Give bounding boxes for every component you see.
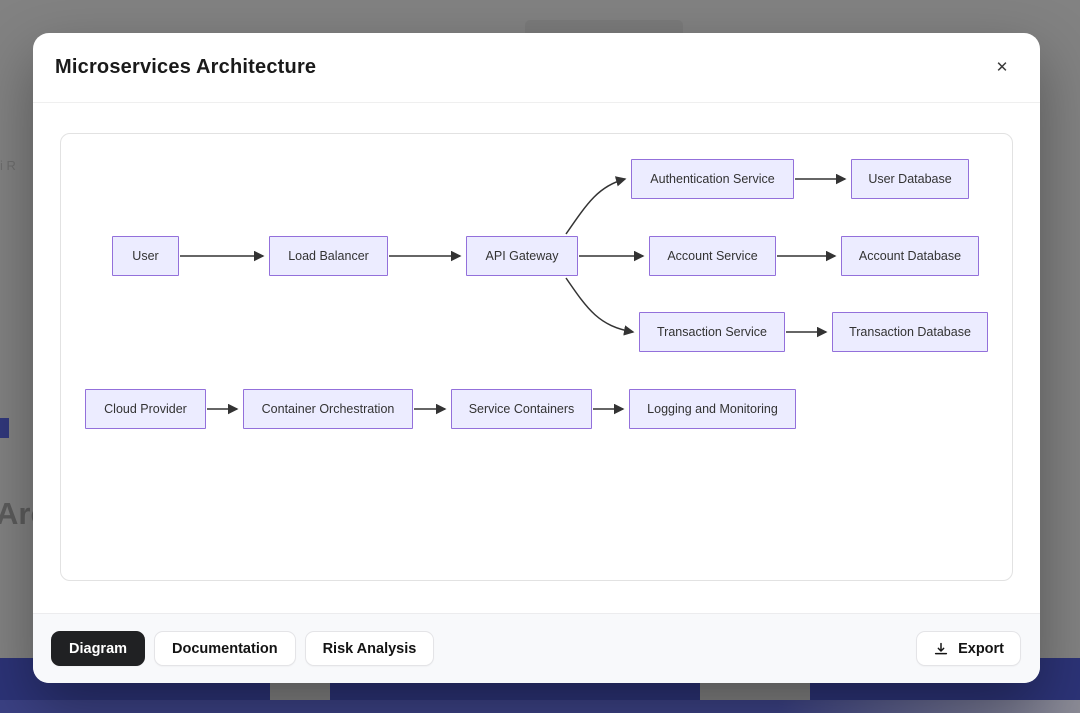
backdrop-bottom-strip — [0, 700, 1080, 713]
tab-diagram[interactable]: Diagram — [51, 631, 146, 666]
backdrop-blue-sliver — [0, 418, 9, 438]
diagram-edges — [180, 173, 847, 415]
close-icon[interactable]: ✕ — [988, 54, 1016, 82]
diagram-node-container-orch: Container Orchestration — [243, 389, 413, 429]
diagram-panel: User Load Balancer API Gateway Authenticati… — [60, 133, 1013, 581]
backdrop-text-fragment: i R — [0, 158, 16, 173]
diagram-node-tx-db: Transaction Database — [832, 312, 988, 352]
diagram-node-service-containers: Service Containers — [451, 389, 592, 429]
diagram-node-user: User — [112, 236, 179, 276]
diagram-node-logging: Logging and Monitoring — [629, 389, 796, 429]
export-button[interactable]: Export — [916, 631, 1021, 666]
diagram-node-tx-service: Transaction Service — [639, 312, 785, 352]
diagram-node-user-db: User Database — [851, 159, 969, 199]
modal-title: Microservices Architecture — [55, 56, 317, 78]
diagram-node-auth-service: Authentication Service — [631, 159, 794, 199]
diagram-node-cloud-provider: Cloud Provider — [85, 389, 206, 429]
modal-footer: Diagram Documentation Risk Analysis Expo… — [33, 613, 1040, 683]
diagram-canvas: User Load Balancer API Gateway Authenticati… — [61, 134, 1012, 580]
diagram-node-load-balancer: Load Balancer — [269, 236, 388, 276]
diagram-node-account-service: Account Service — [649, 236, 776, 276]
diagram-node-account-db: Account Database — [841, 236, 979, 276]
diagram-node-api-gateway: API Gateway — [466, 236, 578, 276]
download-icon — [933, 641, 949, 657]
modal-body: User Load Balancer API Gateway Authenticati… — [33, 103, 1040, 613]
tab-documentation[interactable]: Documentation — [154, 631, 296, 666]
modal-header: Microservices Architecture ✕ — [33, 33, 1040, 103]
diagram-edge-api-gateway-to-auth-service — [565, 176, 627, 235]
architecture-modal: Microservices Architecture ✕ User Load Ba… — [33, 33, 1040, 683]
export-button-label: Export — [958, 640, 1004, 657]
diagram-edge-api-gateway-to-tx-service — [565, 277, 635, 336]
tab-risk-analysis[interactable]: Risk Analysis — [304, 631, 435, 666]
